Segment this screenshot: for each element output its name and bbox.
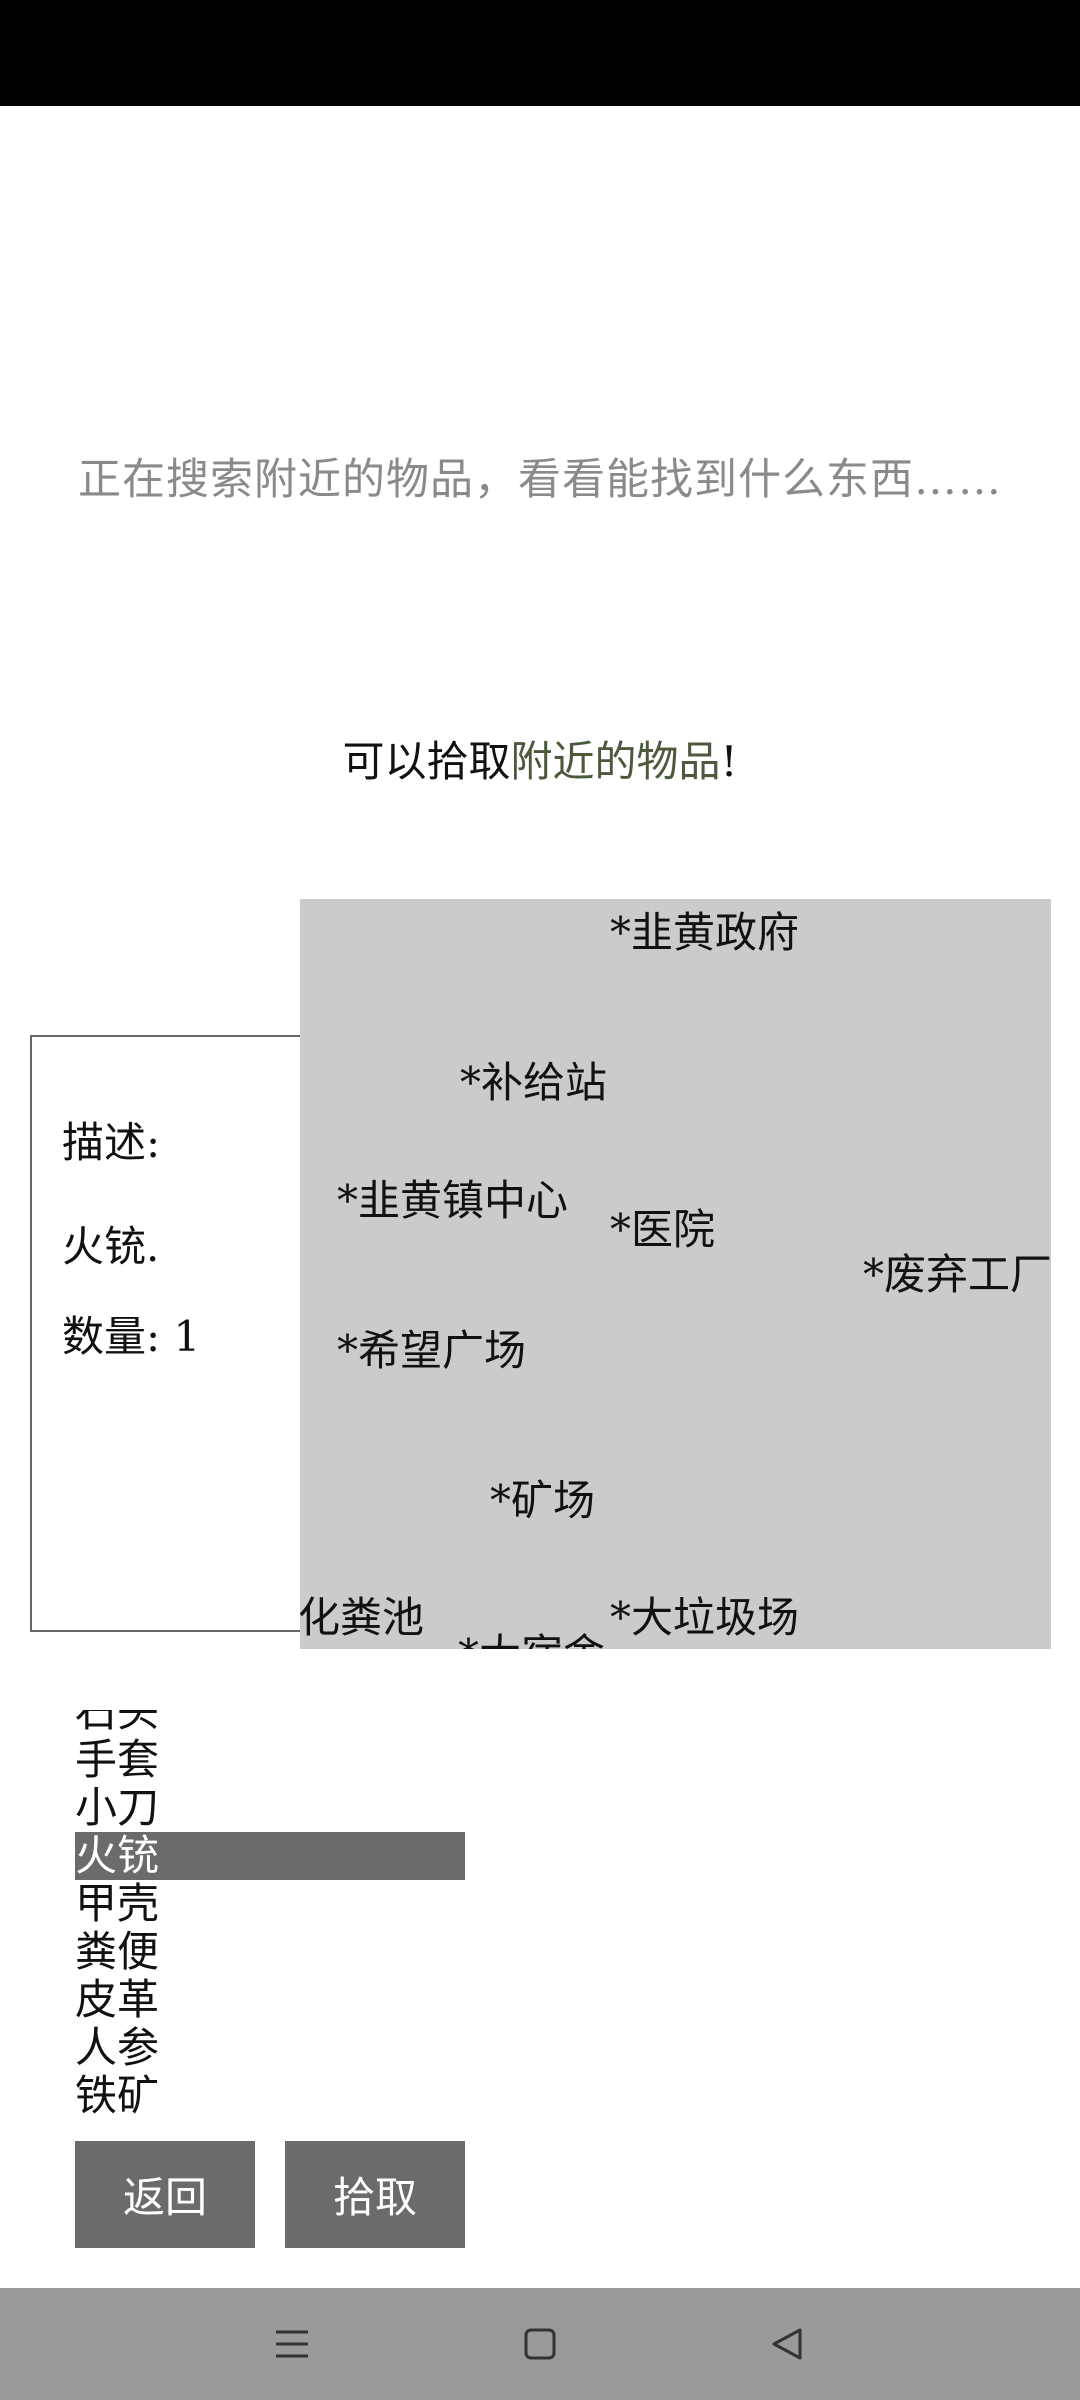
- map-location-septic-tank[interactable]: 化粪池: [300, 1593, 425, 1642]
- list-item[interactable]: 石头: [75, 1710, 160, 1736]
- description-quantity: 数量: 1: [62, 1312, 201, 1361]
- list-item[interactable]: 人参: [75, 2023, 160, 2072]
- map-location-dormitory[interactable]: *大宿舍: [458, 1621, 605, 1649]
- map-location-factory[interactable]: *废弃工厂: [863, 1250, 1051, 1299]
- map-location-government[interactable]: *韭黄政府: [610, 908, 800, 957]
- map-location-garbage-dump[interactable]: *大垃圾场: [610, 1593, 800, 1642]
- list-item[interactable]: 手套: [75, 1735, 160, 1784]
- pickup-message-prefix: 可以拾取: [342, 737, 511, 786]
- map-location-town-center[interactable]: *韭黄镇中心: [337, 1176, 569, 1225]
- list-item[interactable]: 粪便: [75, 1927, 160, 1976]
- search-message: 正在搜索附近的物品，看看能找到什么东西……: [78, 455, 1002, 505]
- pickup-message-suffix: !: [720, 737, 738, 786]
- pickup-message: 可以拾取附近的物品!: [0, 728, 1080, 789]
- description-item: 火铳.: [62, 1222, 160, 1271]
- list-item[interactable]: 小刀: [75, 1783, 160, 1832]
- status-bar: [0, 0, 1080, 106]
- pickup-button[interactable]: 拾取: [285, 2141, 465, 2248]
- menu-icon[interactable]: [270, 2322, 314, 2366]
- map-location-hospital[interactable]: *医院: [610, 1205, 716, 1254]
- map-location-supply-station[interactable]: *补给站: [460, 1058, 608, 1107]
- pickup-message-highlight: 附近的物品: [510, 737, 721, 786]
- list-item[interactable]: 皮革: [75, 1975, 160, 2024]
- map-location-plaza[interactable]: *希望广场: [337, 1326, 527, 1375]
- map-panel: *韭黄政府 *补给站 *韭黄镇中心 *医院 *废弃工厂 *希望广场 *矿场 化粪…: [300, 899, 1051, 1649]
- list-item-selected[interactable]: 火铳: [75, 1832, 465, 1880]
- navigation-bar: [0, 2288, 1080, 2400]
- back-triangle-icon[interactable]: [766, 2322, 810, 2366]
- description-label: 描述:: [62, 1118, 161, 1167]
- list-item[interactable]: 甲壳: [75, 1879, 160, 1928]
- list-item[interactable]: 铁矿: [75, 2071, 160, 2120]
- item-list[interactable]: 石头 手套 小刀 火铳 甲壳 粪便 皮革 人参 铁矿: [75, 1710, 465, 2138]
- map-location-mine[interactable]: *矿场: [490, 1476, 596, 1525]
- description-panel: 描述: 火铳. 数量: 1: [30, 1035, 310, 1632]
- home-icon[interactable]: [518, 2322, 562, 2366]
- back-button[interactable]: 返回: [75, 2141, 255, 2248]
